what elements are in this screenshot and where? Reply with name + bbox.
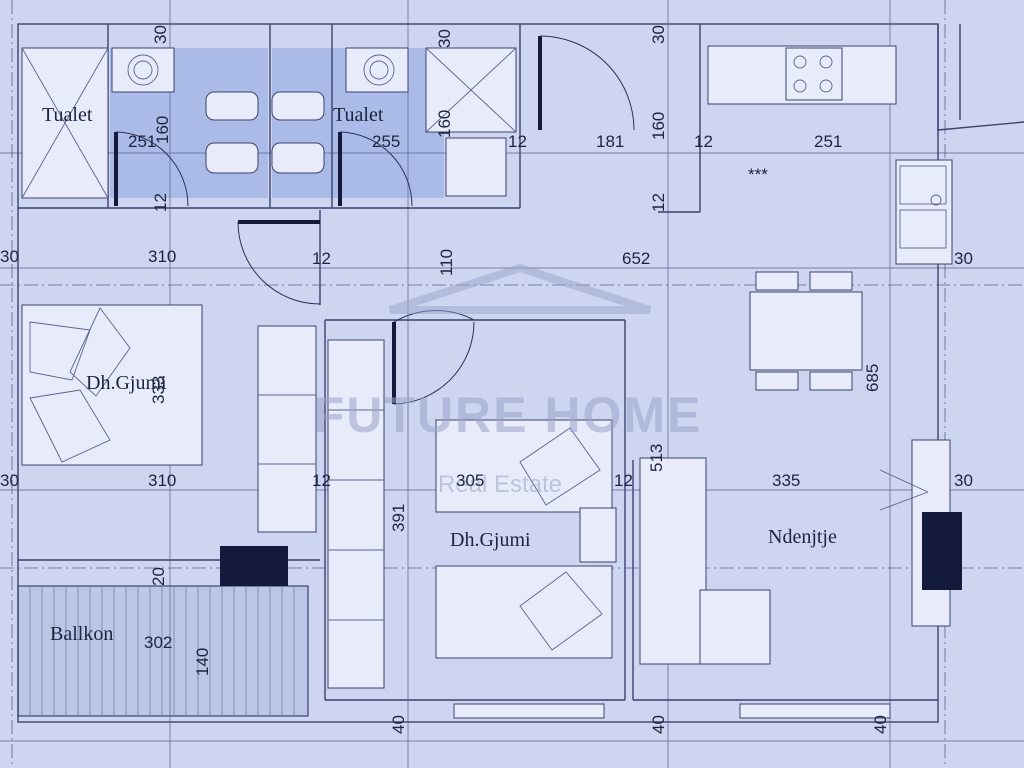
dim-label: 310: [148, 471, 176, 490]
dim-label: 12: [312, 471, 331, 490]
bathroom-fixtures: [21, 47, 517, 199]
watermark: FUTURE HOME Real Estate: [314, 263, 703, 498]
dim-label: 310: [148, 247, 176, 266]
dim-label: 30: [435, 29, 454, 48]
dim-label: 513: [647, 444, 666, 472]
dimension-labels: 30 160 251 12 30 160 255 12 30 181 160 1…: [0, 25, 973, 734]
dim-label: 30: [649, 25, 668, 44]
dim-label: 302: [144, 633, 172, 652]
label-toilet-left: Tualet: [42, 104, 93, 126]
balcony-window: [220, 546, 288, 586]
dim-label: 181: [596, 132, 624, 151]
dim-label: 335: [772, 471, 800, 490]
dim-label: 685: [863, 364, 882, 392]
dim-label: 12: [312, 249, 331, 268]
dim-label: 40: [871, 715, 890, 734]
dim-label: 333: [149, 376, 168, 404]
dim-label: 12: [649, 193, 668, 212]
dim-label: 110: [437, 249, 456, 276]
dim-label: 12: [614, 471, 633, 490]
dim-label: 30: [954, 471, 973, 490]
wardrobe-left: [257, 325, 317, 533]
bed-left: [21, 304, 203, 466]
room-labels: Tualet Tualet Dh.Gjumi Dh.Gjumi Ndenjtje…: [42, 104, 837, 645]
dim-label: 40: [389, 715, 408, 734]
doors: [114, 35, 635, 405]
dim-label: 30: [0, 471, 19, 490]
dim-label: 12: [151, 193, 170, 212]
dim-label: 40: [649, 715, 668, 734]
dining-table: [749, 271, 863, 391]
dim-label: 30: [0, 247, 19, 266]
label-living: Ndenjtje: [768, 526, 837, 548]
dim-label: 652: [622, 249, 650, 268]
dim-label: 160: [649, 112, 668, 140]
watermark-brand: FUTURE HOME: [314, 387, 703, 443]
dim-label: 30: [151, 25, 170, 44]
dim-label: 160: [435, 110, 454, 138]
dim-label: 12: [694, 132, 713, 151]
dim-label: 251: [814, 132, 842, 151]
label-bedroom-center: Dh.Gjumi: [450, 529, 531, 551]
dim-label: 12: [508, 132, 527, 151]
label-toilet-right: Tualet: [333, 104, 384, 126]
dim-label: 20: [149, 567, 168, 586]
dim-label: 251: [128, 132, 156, 151]
label-balcony: Ballkon: [50, 623, 113, 645]
label-bedroom-left: Dh.Gjumi: [86, 372, 167, 394]
dim-label: 140: [193, 648, 212, 676]
bed-center: [435, 419, 617, 659]
dim-label: 160: [153, 116, 172, 144]
tv-unit: [879, 439, 962, 627]
balcony-hatch: [17, 585, 309, 717]
wardrobe-center: [327, 339, 385, 689]
dim-label: 255: [372, 132, 400, 151]
watermark-sub: Real Estate: [438, 471, 562, 498]
dim-label: 391: [389, 504, 408, 532]
kitchen-marker: ***: [748, 165, 768, 184]
windows-bottom: [453, 703, 891, 719]
sofa: [639, 457, 771, 665]
dim-label: 30: [954, 249, 973, 268]
kitchen: [707, 45, 953, 265]
dim-label: 305: [456, 471, 484, 490]
